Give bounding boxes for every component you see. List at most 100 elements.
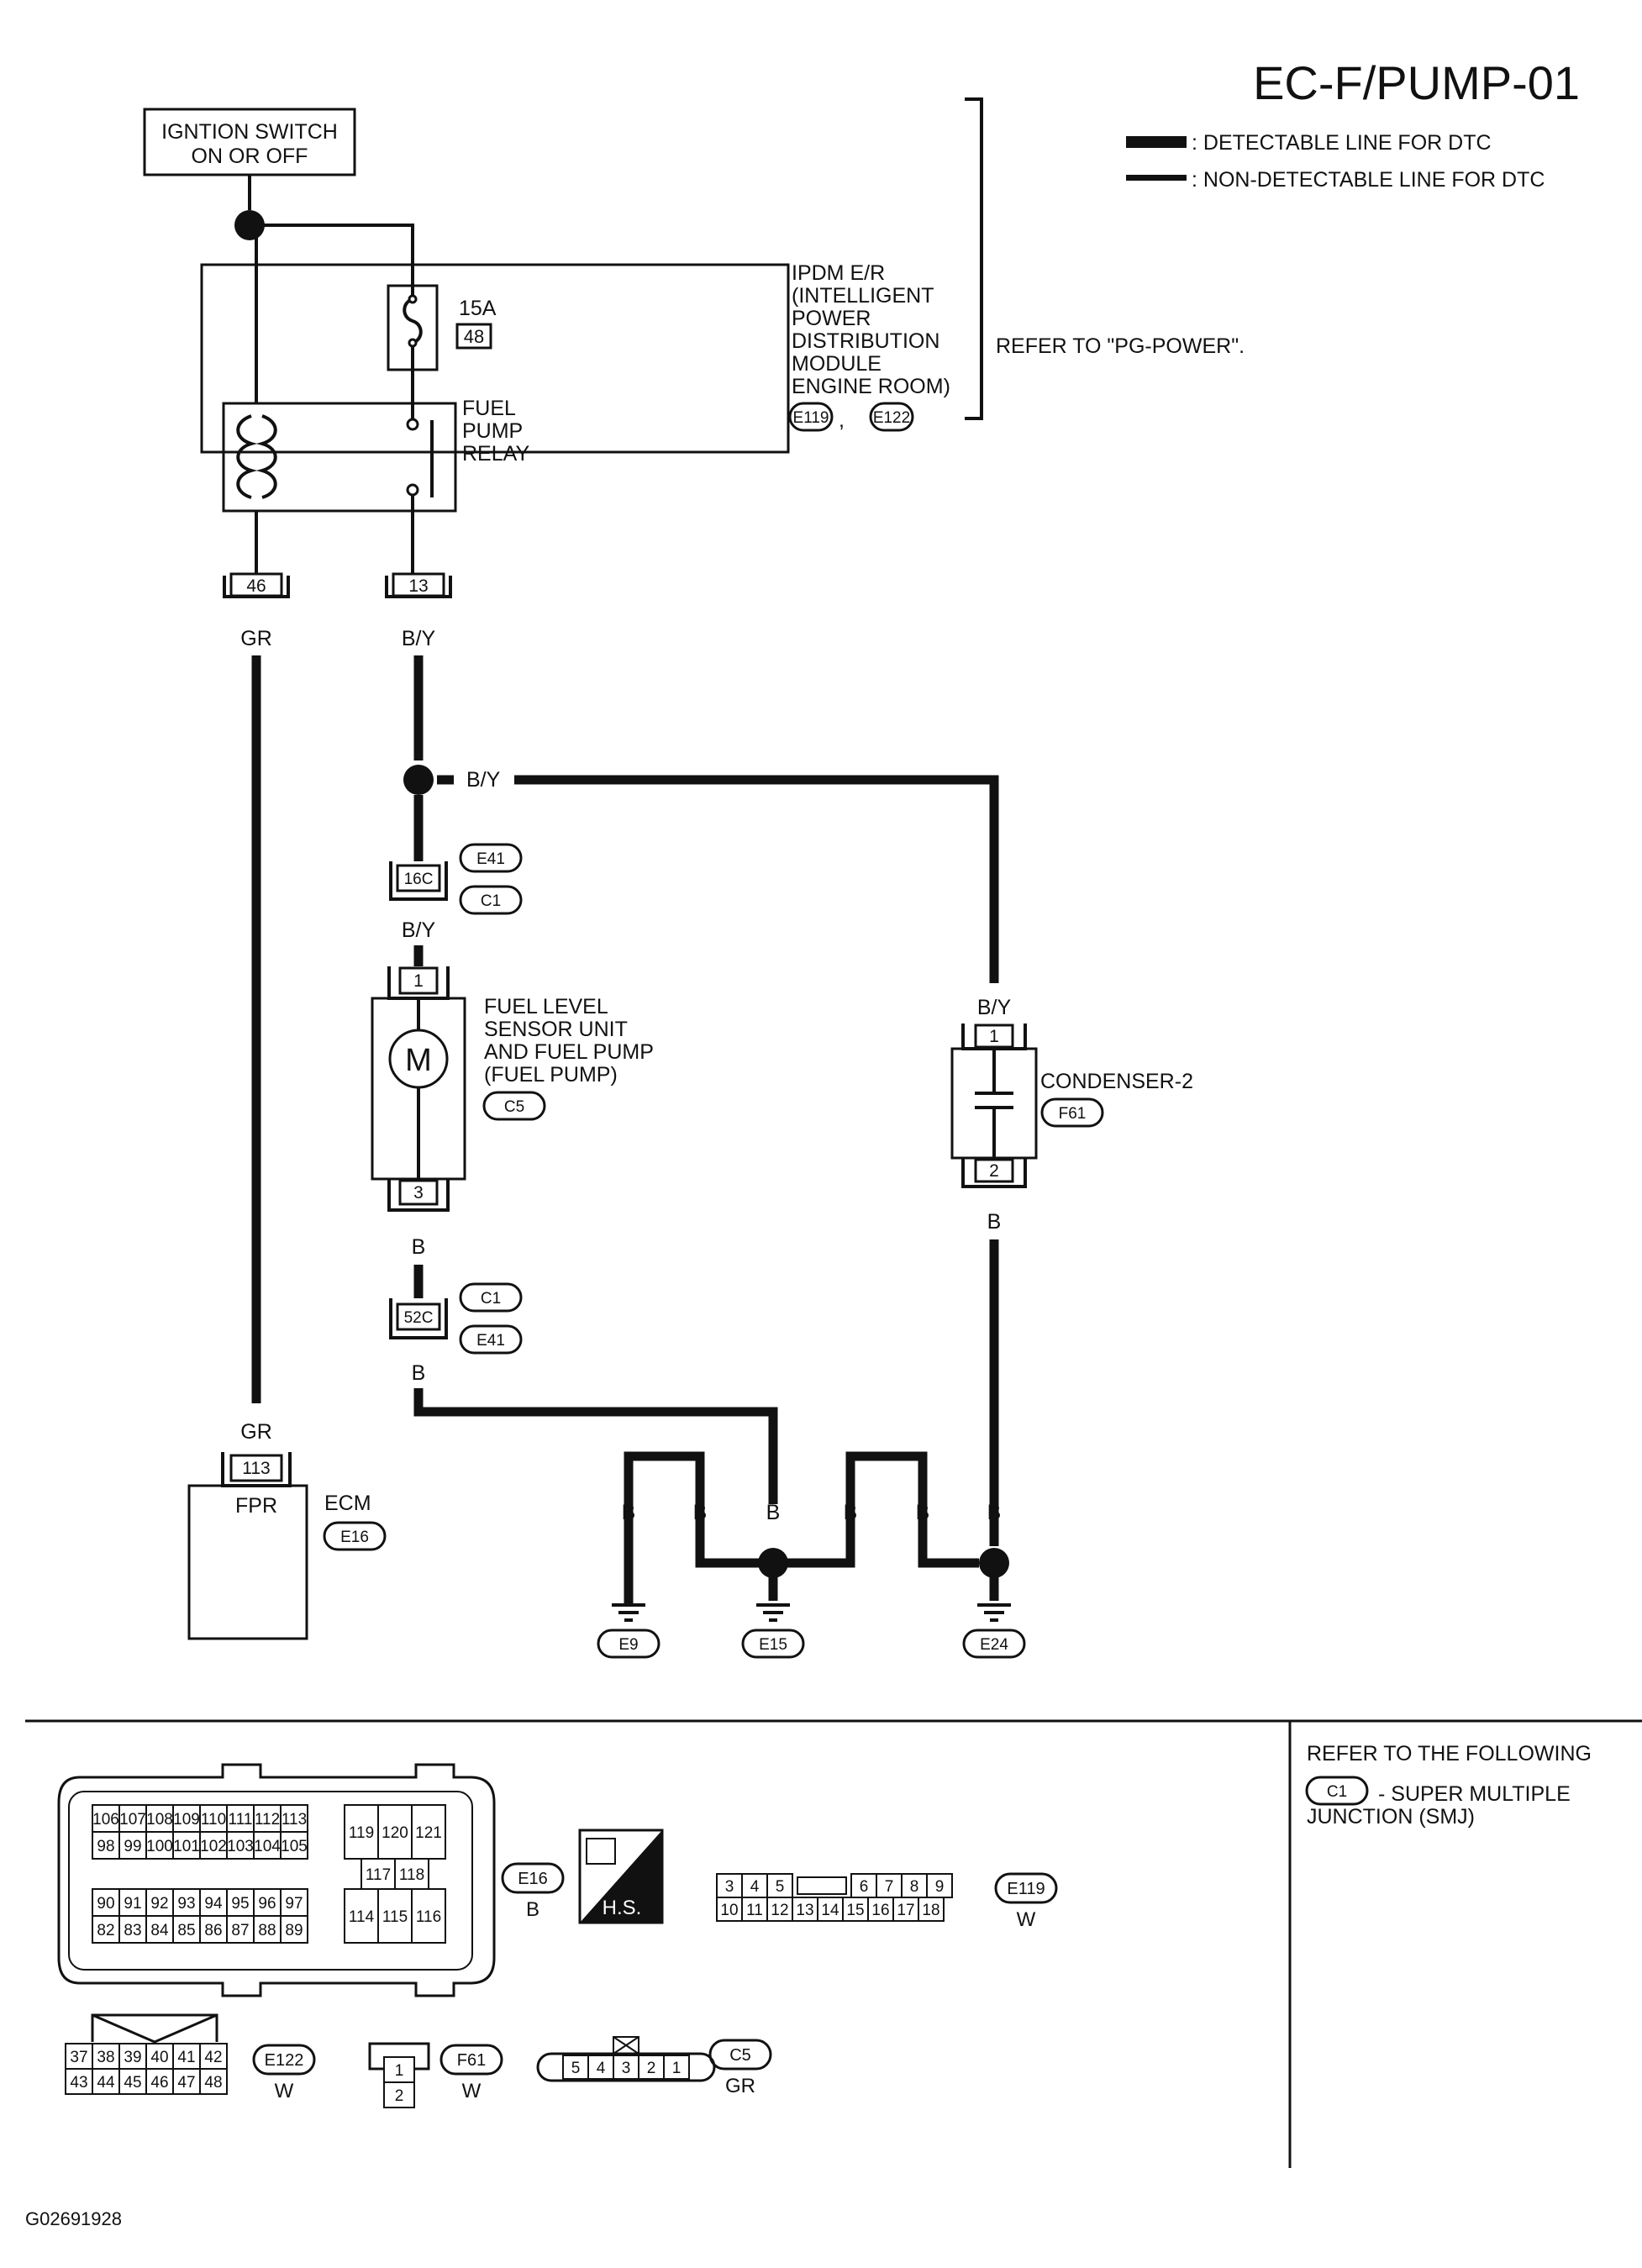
svg-text:1: 1 bbox=[395, 2062, 404, 2080]
b-wire bbox=[786, 1451, 979, 1568]
connector-housing-inner bbox=[68, 1791, 473, 1971]
connector-color: W bbox=[1017, 1908, 1036, 1931]
connector-badge bbox=[459, 843, 523, 873]
svg-text:14: 14 bbox=[821, 1902, 839, 1919]
svg-text:18: 18 bbox=[922, 1902, 939, 1919]
ipdm-pin-13: 13 bbox=[385, 572, 452, 598]
svg-text:110: 110 bbox=[201, 1811, 226, 1829]
svg-text:98: 98 bbox=[97, 1838, 114, 1855]
connector-pin: 102 bbox=[199, 1831, 228, 1860]
connector-pin: 16 bbox=[867, 1897, 894, 1922]
svg-text:3: 3 bbox=[622, 2060, 631, 2077]
ipdm-label-line: MODULE bbox=[792, 352, 882, 376]
svg-text:93: 93 bbox=[177, 1895, 195, 1913]
connector-sep: , bbox=[839, 408, 845, 432]
svg-text:102: 102 bbox=[200, 1838, 227, 1855]
connector-pin: 95 bbox=[226, 1888, 255, 1917]
connector-pin: 91 bbox=[118, 1888, 147, 1917]
svg-text:1: 1 bbox=[672, 2060, 682, 2077]
svg-text:89: 89 bbox=[285, 1922, 303, 1939]
ground-badge-text: E15 bbox=[759, 1636, 787, 1654]
connector-badge bbox=[323, 1521, 387, 1551]
svg-text:103: 103 bbox=[227, 1838, 254, 1855]
connector-badge bbox=[869, 402, 914, 432]
svg-text:E122: E122 bbox=[265, 2051, 304, 2070]
pin-number: 3 bbox=[413, 1183, 424, 1202]
wire-color-label: B/Y bbox=[977, 996, 1012, 1019]
connector-badge bbox=[788, 402, 834, 432]
pin-box bbox=[398, 1179, 439, 1206]
svg-text:99: 99 bbox=[124, 1838, 141, 1855]
svg-text:2: 2 bbox=[647, 2060, 656, 2077]
svg-text:40: 40 bbox=[150, 2049, 168, 2066]
connector-pin: 94 bbox=[199, 1888, 228, 1917]
refer-following-line: REFER TO THE FOLLOWING bbox=[1307, 1742, 1592, 1765]
connector-badge-text: C1 bbox=[481, 892, 501, 910]
ground-icon bbox=[756, 1603, 790, 1622]
svg-text:116: 116 bbox=[416, 1908, 441, 1926]
legend: : DETECTABLE LINE FOR DTC : NON-DETECTAB… bbox=[1126, 131, 1545, 192]
svg-text:100: 100 bbox=[146, 1838, 173, 1855]
connector-pin: 112 bbox=[253, 1804, 282, 1833]
connector-pin: 18 bbox=[918, 1897, 945, 1922]
svg-text:F61: F61 bbox=[457, 2051, 486, 2070]
pin-box bbox=[974, 1023, 1014, 1049]
ipdm-box bbox=[200, 263, 790, 454]
connector-pin: 38 bbox=[92, 2043, 120, 2070]
connector-color: W bbox=[275, 2080, 294, 2102]
wire-color-label: B/Y bbox=[402, 918, 436, 942]
connector-housing bbox=[57, 1763, 496, 1997]
connector-pin: 121 bbox=[411, 1804, 446, 1860]
connector-pin: 100 bbox=[145, 1831, 174, 1860]
connector-pin: 45 bbox=[118, 2068, 147, 2095]
wire-color-label: GR bbox=[240, 1420, 272, 1444]
connector-key bbox=[797, 1876, 847, 1895]
b-wire bbox=[413, 1388, 778, 1504]
svg-text:15: 15 bbox=[846, 1902, 864, 1919]
svg-text:105: 105 bbox=[281, 1838, 308, 1855]
connector-pin: 85 bbox=[172, 1915, 201, 1944]
svg-text:118: 118 bbox=[399, 1866, 424, 1884]
svg-text:107: 107 bbox=[119, 1811, 146, 1829]
connector-pin: 12 bbox=[766, 1897, 793, 1922]
connector-pin: 117 bbox=[361, 1858, 396, 1890]
svg-text:87: 87 bbox=[231, 1922, 249, 1939]
fuel-pump-label-line: SENSOR UNIT bbox=[484, 1018, 628, 1041]
connector-pin: 120 bbox=[377, 1804, 413, 1860]
svg-text:92: 92 bbox=[150, 1895, 168, 1913]
pin-number: 16C bbox=[404, 871, 434, 888]
svg-text:88: 88 bbox=[258, 1922, 276, 1939]
ground-badge-text: E9 bbox=[618, 1636, 638, 1654]
relay-contact bbox=[406, 418, 419, 431]
wire-color-label: B bbox=[987, 1210, 1002, 1234]
svg-text:97: 97 bbox=[285, 1895, 303, 1913]
condenser: 1 2 CONDENSER-2 F61 bbox=[950, 1023, 1193, 1188]
splice-dot bbox=[403, 765, 434, 795]
ignition-switch: IGNTION SWITCH ON OR OFF bbox=[143, 108, 356, 176]
pin-box bbox=[398, 966, 439, 995]
svg-text:17: 17 bbox=[897, 1902, 914, 1919]
ipdm-label-line: POWER bbox=[792, 307, 871, 330]
connector-badge bbox=[1040, 1097, 1104, 1128]
svg-text:8: 8 bbox=[910, 1878, 919, 1896]
pin-number: 113 bbox=[242, 1459, 270, 1478]
hs-badge: H.S. bbox=[578, 1829, 664, 1924]
pin-box bbox=[229, 572, 283, 597]
svg-text:114: 114 bbox=[349, 1908, 375, 1926]
connector-pin: 9 bbox=[926, 1873, 953, 1898]
svg-text:3: 3 bbox=[725, 1878, 734, 1896]
fuel-pump: 1 M 3 FUEL LEVEL SENSOR UNIT AND FUEL PU… bbox=[371, 966, 654, 1212]
pin-bracket bbox=[389, 861, 448, 901]
refer-following-line: JUNCTION (SMJ) bbox=[1307, 1805, 1475, 1829]
connector-pin: 48 bbox=[199, 2068, 228, 2095]
ignition-switch-line2: ON OR OFF bbox=[192, 145, 308, 168]
connector-pin: 101 bbox=[172, 1831, 201, 1860]
refer-pg-power: REFER TO "PG-POWER". bbox=[996, 334, 1245, 358]
connector-pin: 107 bbox=[118, 1804, 147, 1833]
ecm: 113 FPR ECM E16 bbox=[187, 1452, 387, 1640]
connector-pin: 14 bbox=[817, 1897, 844, 1922]
svg-text:44: 44 bbox=[97, 2074, 115, 2092]
